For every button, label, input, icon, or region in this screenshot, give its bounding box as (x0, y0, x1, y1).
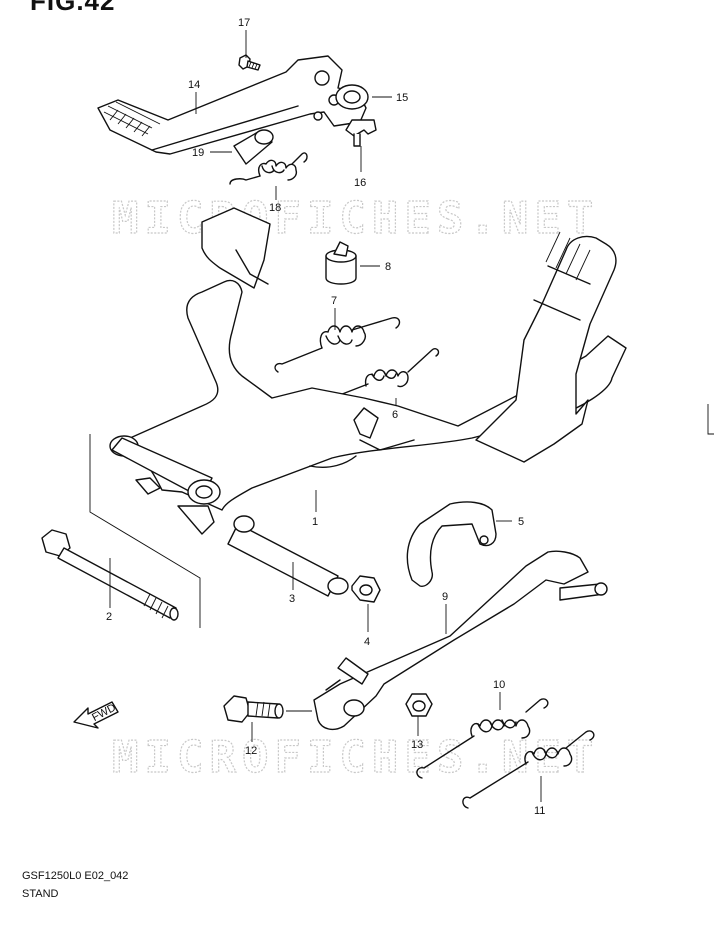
part-5-bracket (406, 501, 497, 587)
callout-19: 19 (192, 147, 204, 159)
watermark-top: MICROFICHES.NET (112, 193, 599, 244)
edge-tick (707, 404, 714, 435)
part-17-bolt (238, 54, 261, 71)
callout-labels: 17 14 15 16 19 18 8 7 6 1 5 2 3 4 9 10 1… (106, 17, 545, 817)
callout-11: 11 (534, 805, 545, 817)
part-14-foot-lever (97, 55, 367, 155)
callout-6: 6 (392, 409, 398, 421)
callout-7: 7 (331, 295, 337, 307)
callout-12: 12 (245, 745, 257, 757)
callout-17: 17 (238, 17, 250, 29)
callout-9: 9 (442, 591, 448, 603)
callout-2: 2 (106, 611, 112, 623)
part-3-pipe (227, 515, 349, 597)
callout-15: 15 (396, 92, 408, 104)
fwd-arrow-icon: FWD (73, 701, 119, 729)
callout-8: 8 (385, 261, 391, 273)
fwd-arrow-label: FWD (90, 702, 118, 724)
callout-16: 16 (354, 177, 366, 189)
callout-10: 10 (493, 679, 505, 691)
diagram-name: STAND (22, 888, 59, 900)
part-19-collar (233, 129, 274, 165)
callout-13: 13 (411, 739, 423, 751)
part-11-spring (462, 730, 595, 809)
callout-1: 1 (312, 516, 318, 528)
part-1-center-stand (109, 207, 627, 535)
part-2-bracket-line (89, 434, 201, 628)
callout-3: 3 (289, 593, 295, 605)
part-10-spring (416, 698, 549, 779)
callout-5: 5 (518, 516, 524, 528)
part-13-nut (405, 693, 433, 717)
part-2-bolt (41, 529, 179, 621)
part-15-washer (335, 84, 369, 110)
leader-lines (109, 30, 542, 802)
part-12-bolt (223, 695, 284, 723)
part-16-clip (345, 119, 377, 147)
figure-title-fragment: FIG.42 (30, 0, 116, 16)
callout-18: 18 (269, 202, 281, 214)
diagram-code: GSF1250L0 E02_042 (22, 870, 129, 882)
part-9-side-stand (313, 550, 608, 731)
part-7-spring (274, 316, 401, 373)
callout-14: 14 (188, 79, 200, 91)
watermark-bottom: MICROFICHES.NET (112, 732, 599, 783)
callout-4: 4 (364, 636, 370, 648)
part-4-nut (351, 575, 381, 603)
part-18-spring (229, 152, 308, 185)
part-8-stopper (325, 241, 357, 285)
